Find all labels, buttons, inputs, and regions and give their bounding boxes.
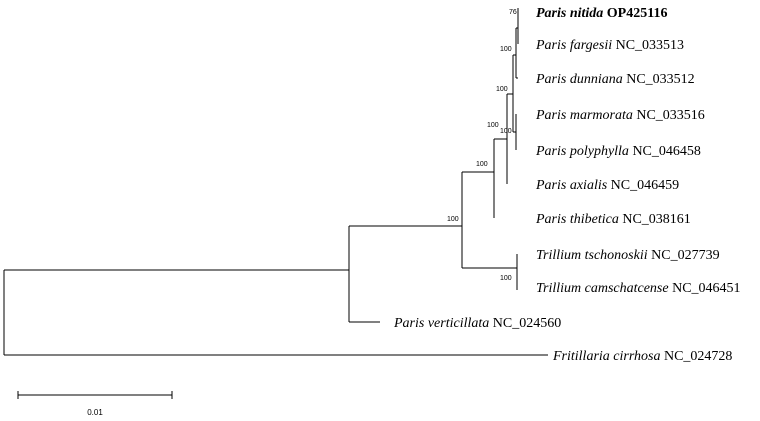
taxon-label: Paris axialis NC_046459: [535, 178, 679, 193]
taxon-accession: NC_024728: [660, 349, 732, 364]
taxon-species: Paris fargesii: [535, 38, 612, 53]
taxon-label: Paris nitida OP425116: [536, 6, 667, 21]
taxon-label: Paris dunniana NC_033512: [535, 72, 695, 87]
taxon-label: Paris fargesii NC_033513: [535, 38, 684, 53]
taxon-accession: NC_033512: [623, 72, 695, 87]
taxon-accession: OP425116: [603, 6, 667, 21]
tree-branches: [3, 8, 548, 356]
taxon-accession: NC_027739: [648, 248, 720, 263]
taxon-accession: NC_046458: [629, 144, 701, 159]
bootstrap-value: 100: [500, 128, 512, 135]
taxon-label: Trillium camschatcense NC_046451: [536, 281, 741, 296]
taxon-label: Paris marmorata NC_033516: [535, 108, 705, 123]
taxon-species: Paris axialis: [535, 178, 608, 193]
taxon-species: Paris polyphylla: [535, 144, 629, 159]
taxon-label: Trillium tschonoskii NC_027739: [536, 248, 720, 263]
taxon-label: Paris polyphylla NC_046458: [535, 144, 701, 159]
taxon-accession: NC_033513: [612, 38, 684, 53]
taxon-species: Paris thibetica: [535, 212, 619, 227]
taxon-accession: NC_033516: [633, 108, 705, 123]
bootstrap-value: 100: [500, 275, 512, 282]
taxon-label: Fritillaria cirrhosa NC_024728: [552, 349, 732, 364]
taxon-accession: NC_024560: [489, 316, 561, 331]
taxon-accession: NC_046459: [607, 178, 679, 193]
bootstrap-value: 100: [496, 86, 508, 93]
taxon-accession: NC_046451: [669, 281, 741, 296]
bootstrap-value: 100: [487, 122, 499, 129]
taxon-species: Fritillaria cirrhosa: [552, 349, 660, 364]
bootstrap-value: 100: [476, 161, 488, 168]
taxon-label: Paris verticillata NC_024560: [393, 316, 561, 331]
taxon-accession: NC_038161: [619, 212, 691, 227]
taxon-species: Paris marmorata: [535, 108, 633, 123]
taxon-species: Paris dunniana: [535, 72, 623, 87]
bootstrap-value: 100: [447, 216, 459, 223]
taxon-label: Paris thibetica NC_038161: [535, 212, 691, 227]
bootstrap-value: 100: [500, 46, 512, 53]
scale-bar: 0.01: [17, 391, 173, 417]
taxon-species: Trillium tschonoskii: [536, 248, 648, 263]
scale-bar-label: 0.01: [87, 408, 103, 417]
bootstrap-value: 76: [509, 9, 517, 16]
taxon-species: Trillium camschatcense: [536, 281, 669, 296]
taxon-species: Paris verticillata: [393, 316, 489, 331]
taxon-species: Paris nitida: [536, 6, 603, 21]
